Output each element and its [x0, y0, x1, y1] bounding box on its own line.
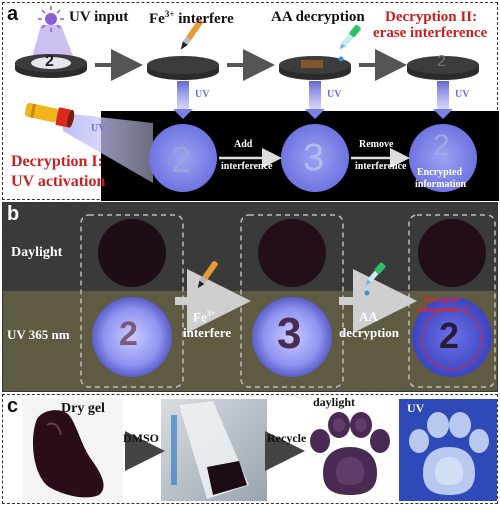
decryption-1-line2: UV activation	[11, 173, 106, 190]
encrypted-line2: information	[415, 179, 467, 190]
remove-label-line1: Remove	[359, 139, 394, 150]
disc-2	[147, 56, 219, 80]
decryption-1-line1: Decryption I:	[11, 153, 103, 170]
panel-c-graphics	[23, 399, 497, 501]
add-label-line2: interference	[221, 161, 273, 172]
panel-b: b Daylight UV 365 nm Fe3+ interfere AA d…	[2, 202, 498, 392]
uv-input-glow	[31, 25, 75, 61]
aa-decryption-label: AA decryption	[271, 9, 365, 25]
encrypted-line1: Encrypted	[417, 167, 462, 178]
fe-interfere-b: Fe3+	[193, 309, 215, 325]
decryption-2-line1: Decryption II:	[385, 9, 478, 25]
disc-1-digit: 2	[45, 53, 54, 70]
add-label-line1: Add	[234, 139, 253, 150]
panel-b-letter: b	[7, 203, 20, 225]
fe-prefix: Fe	[149, 11, 165, 27]
daylight-row-label: Daylight	[11, 245, 63, 260]
fe-sup: 3+	[164, 9, 175, 19]
daylight-disc-2	[258, 219, 326, 287]
panel-a: a UV input Fe3+ interfere AA decryption …	[2, 2, 499, 201]
beam-uv-label-1: UV	[195, 89, 210, 100]
interfere-b: interfere	[183, 325, 232, 340]
uv-disc-1	[149, 124, 217, 192]
uv-sample-digit-3: 2	[439, 315, 460, 356]
uv-glow-disc-2	[252, 297, 332, 377]
dry-gel-label: Dry gel	[61, 401, 105, 416]
disc-4	[407, 56, 479, 80]
disc-3	[279, 56, 351, 80]
aa-label-b: AA	[359, 309, 378, 324]
torch-beam	[63, 113, 153, 183]
uv-sun-icon	[38, 6, 64, 32]
uv-disc-3	[409, 124, 477, 192]
fe-prefix-b: Fe	[193, 309, 207, 325]
encrypted-highlight-circle	[421, 308, 483, 370]
disc-1	[15, 54, 87, 78]
uv-sample-digit-1: 2	[119, 315, 138, 353]
panel-a-letter: a	[7, 3, 19, 25]
uv-disc-2	[281, 124, 349, 192]
remove-label-line2: interference	[355, 161, 407, 172]
decryption-2-line2: erase interference	[373, 25, 488, 41]
sample-box-1	[80, 214, 184, 388]
recycle-label: Recycle	[267, 431, 307, 445]
daylight-label-c: daylight	[313, 395, 356, 409]
dropper-icon	[339, 24, 361, 50]
panel-a-graphics	[15, 6, 499, 201]
brush-icon-b	[197, 260, 218, 289]
uv-beam-2	[309, 81, 321, 113]
decryption-label-b: decryption	[339, 325, 399, 340]
panel-c: c Dry gel DMSO Recycle daylight UV	[2, 394, 498, 504]
dropper-icon-b	[365, 262, 386, 286]
uv-glow-disc-1	[92, 297, 172, 377]
uv-glow-disc-3	[412, 297, 492, 377]
uv-disc-2-digit: 3	[303, 137, 325, 179]
dry-gel-shape	[33, 410, 104, 498]
panel-c-letter: c	[7, 395, 19, 417]
uv-beam-1	[177, 81, 189, 113]
torch-icon	[24, 102, 75, 128]
beam-uv-label-2: UV	[327, 89, 342, 100]
disc-4-digit: 2	[437, 53, 446, 70]
fe-suffix: interfere	[174, 11, 234, 27]
uv-label-c: UV	[407, 401, 425, 415]
fe-interfere-label: Fe3+ interfere	[149, 9, 234, 28]
torch-uv-label: UV	[91, 123, 106, 134]
brush-icon	[180, 19, 203, 50]
drop-icon	[338, 56, 344, 62]
encrypted-info-line1: Encrypted	[423, 295, 459, 304]
uv-disc-3-digit: 2	[433, 129, 450, 162]
dissolved-gel	[207, 461, 247, 495]
fe-sup-b: 3+	[206, 309, 216, 318]
panel-b-graphics	[3, 214, 497, 391]
uv-input-label: UV input	[69, 9, 129, 25]
beam-uv-label-3: UV	[455, 89, 470, 100]
encrypted-info-line2: information "2"	[417, 305, 473, 314]
daylight-disc-3	[418, 219, 486, 287]
drop-icon-b	[364, 290, 370, 296]
uv-beam-3	[437, 81, 449, 113]
dmso-label: DMSO	[123, 431, 159, 445]
uv365-row-label: UV 365 nm	[7, 327, 70, 342]
uv-sample-digit-2: 3	[277, 309, 302, 358]
daylight-disc-1	[98, 219, 166, 287]
uv-disc-1-digit: 2	[171, 139, 192, 180]
